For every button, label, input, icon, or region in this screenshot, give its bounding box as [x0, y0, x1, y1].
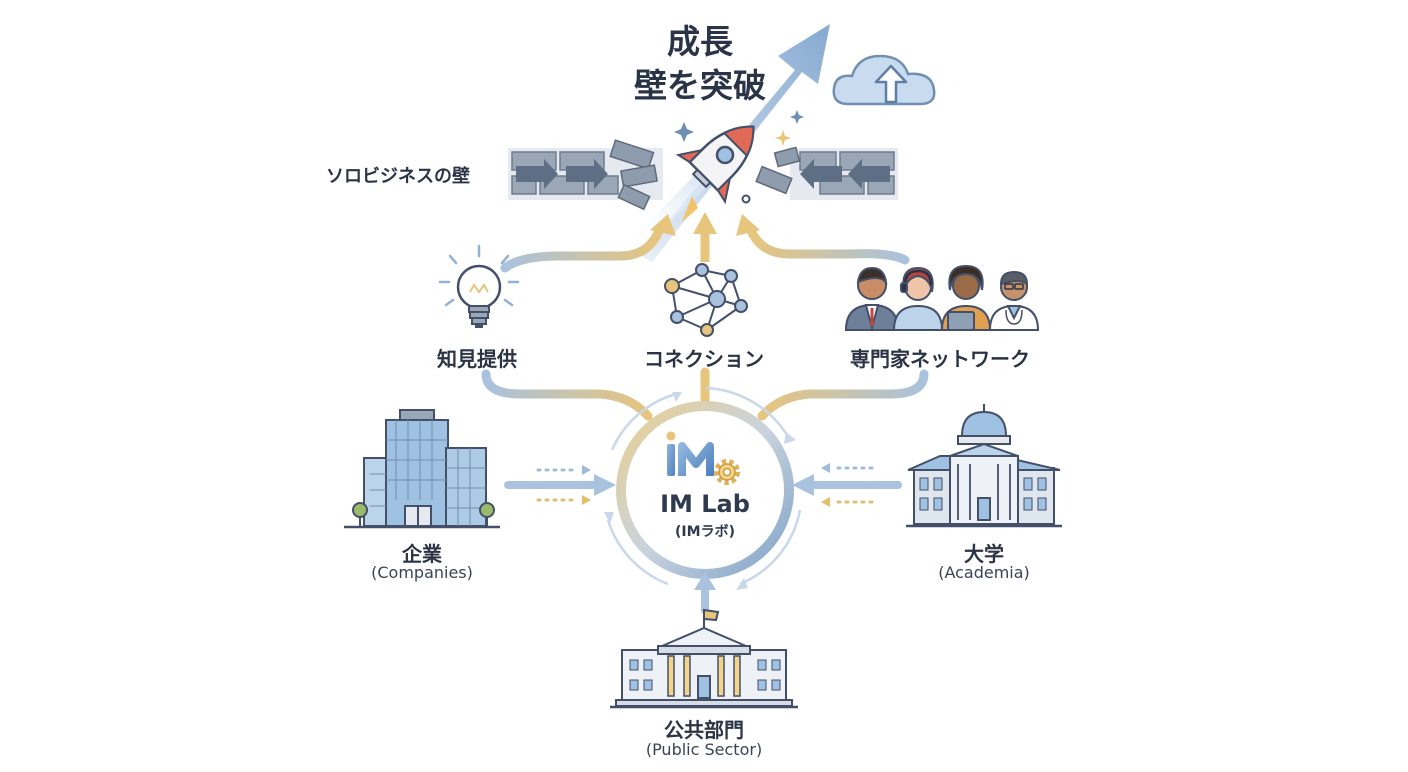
- network-nodes-icon: [664, 263, 748, 337]
- title-break-wall: 壁を突破: [634, 66, 766, 105]
- label-knowledge: 知見提供: [437, 347, 517, 371]
- hub-circle: [604, 386, 802, 590]
- im-logo: [666, 431, 714, 476]
- government-building-icon: [610, 608, 798, 709]
- label-companies: 企業: [402, 542, 442, 566]
- academia-flow: [792, 463, 902, 507]
- title-growth: 成長: [667, 22, 733, 61]
- label-public-sector: 公共部門: [664, 718, 744, 742]
- label-connection: コネクション: [644, 347, 764, 371]
- rocket-icon: [630, 110, 804, 246]
- university-building-icon: [906, 404, 1062, 528]
- label-expert-network: 専門家ネットワーク: [850, 347, 1030, 371]
- gear-icon: [714, 459, 740, 485]
- label-companies-en: (Companies): [371, 563, 473, 582]
- label-public-sector-en: (Public Sector): [645, 740, 763, 759]
- wall-label: ソロビジネスの壁: [326, 166, 470, 187]
- hub-name: IM Lab: [660, 490, 750, 518]
- public-flow: [694, 572, 716, 614]
- experts-group-icon: [844, 264, 1040, 332]
- wall-left: [508, 139, 663, 211]
- wall-right: [755, 146, 898, 200]
- upward-flows: [500, 212, 910, 273]
- hub-feed-flows: [481, 367, 929, 421]
- label-academia-en: (Academia): [938, 563, 1030, 582]
- label-academia: 大学: [964, 542, 1004, 566]
- office-building-icon: [344, 409, 500, 529]
- cloud-upload-icon: [832, 54, 936, 106]
- hub-subtitle: (IMラボ): [675, 524, 735, 540]
- companies-flow: [504, 465, 616, 505]
- lightbulb-icon: [438, 244, 520, 328]
